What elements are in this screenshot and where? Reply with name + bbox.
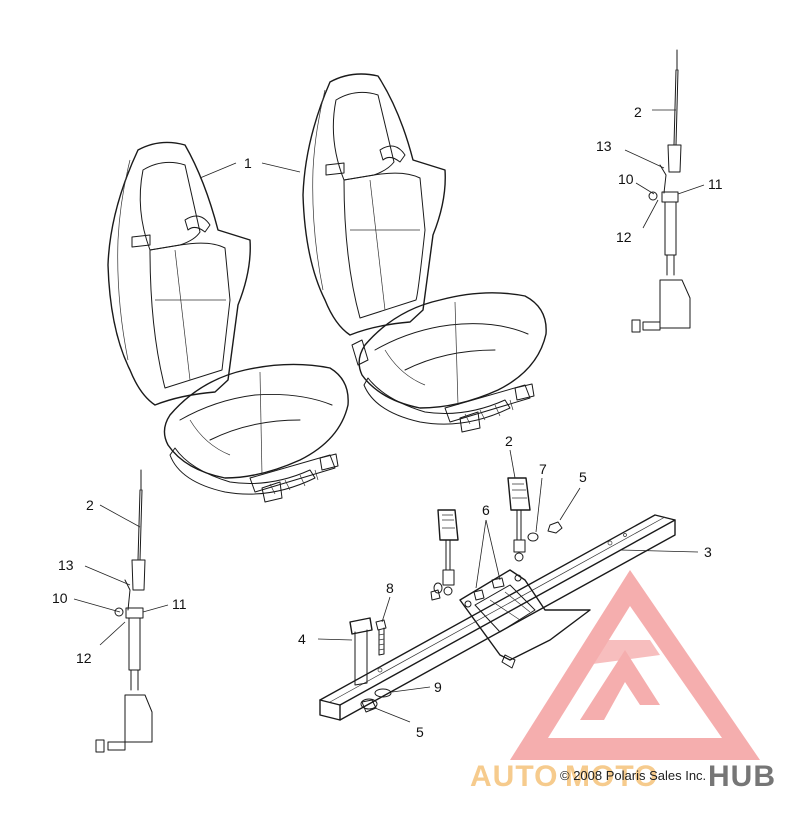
callout-8: 8 (386, 580, 394, 596)
callout-13-left: 13 (58, 557, 74, 573)
callout-4: 4 (298, 631, 306, 647)
right-belt-assembly (631, 49, 691, 333)
watermark-logo (510, 570, 760, 760)
left-belt-assembly (95, 469, 153, 753)
copyright-text: © 2008 Polaris Sales Inc. (560, 768, 706, 783)
callout-2-buckle: 2 (505, 433, 513, 449)
mount-bracket (459, 569, 591, 669)
callout-10-left: 10 (52, 590, 68, 606)
callout-2-left: 2 (86, 497, 94, 513)
watermark-text: AUTO MOTO HUB (470, 760, 776, 793)
callout-7: 7 (539, 461, 547, 477)
callout-labels: 1 2 13 10 11 12 2 13 10 11 12 2 7 5 6 3 … (52, 104, 723, 740)
cross-tube (319, 514, 676, 721)
buckle-right (507, 477, 531, 562)
callout-12-right: 12 (616, 229, 632, 245)
watermark-hub: HUB (708, 760, 776, 793)
callout-10-right: 10 (618, 171, 634, 187)
callout-9: 9 (434, 679, 442, 695)
bolt-4 (349, 617, 373, 686)
callout-6: 6 (482, 502, 490, 518)
callout-5-upper: 5 (579, 469, 587, 485)
right-seat (302, 73, 547, 433)
watermark-moto: MOTO (565, 760, 658, 793)
left-seat (107, 141, 349, 503)
callout-11-right: 11 (708, 176, 723, 192)
callout-12-left: 12 (76, 650, 92, 666)
buckle-left (437, 509, 459, 596)
callout-13-right: 13 (596, 138, 612, 154)
callout-5-lower: 5 (416, 724, 424, 740)
callout-2-right: 2 (634, 104, 642, 120)
small-hardware (430, 521, 563, 601)
stud-8 (375, 619, 387, 656)
leader-lines (73, 109, 705, 723)
callout-1: 1 (244, 155, 252, 171)
callout-3: 3 (704, 544, 712, 560)
watermark-auto: AUTO (470, 760, 558, 793)
callout-11-left: 11 (172, 596, 187, 612)
